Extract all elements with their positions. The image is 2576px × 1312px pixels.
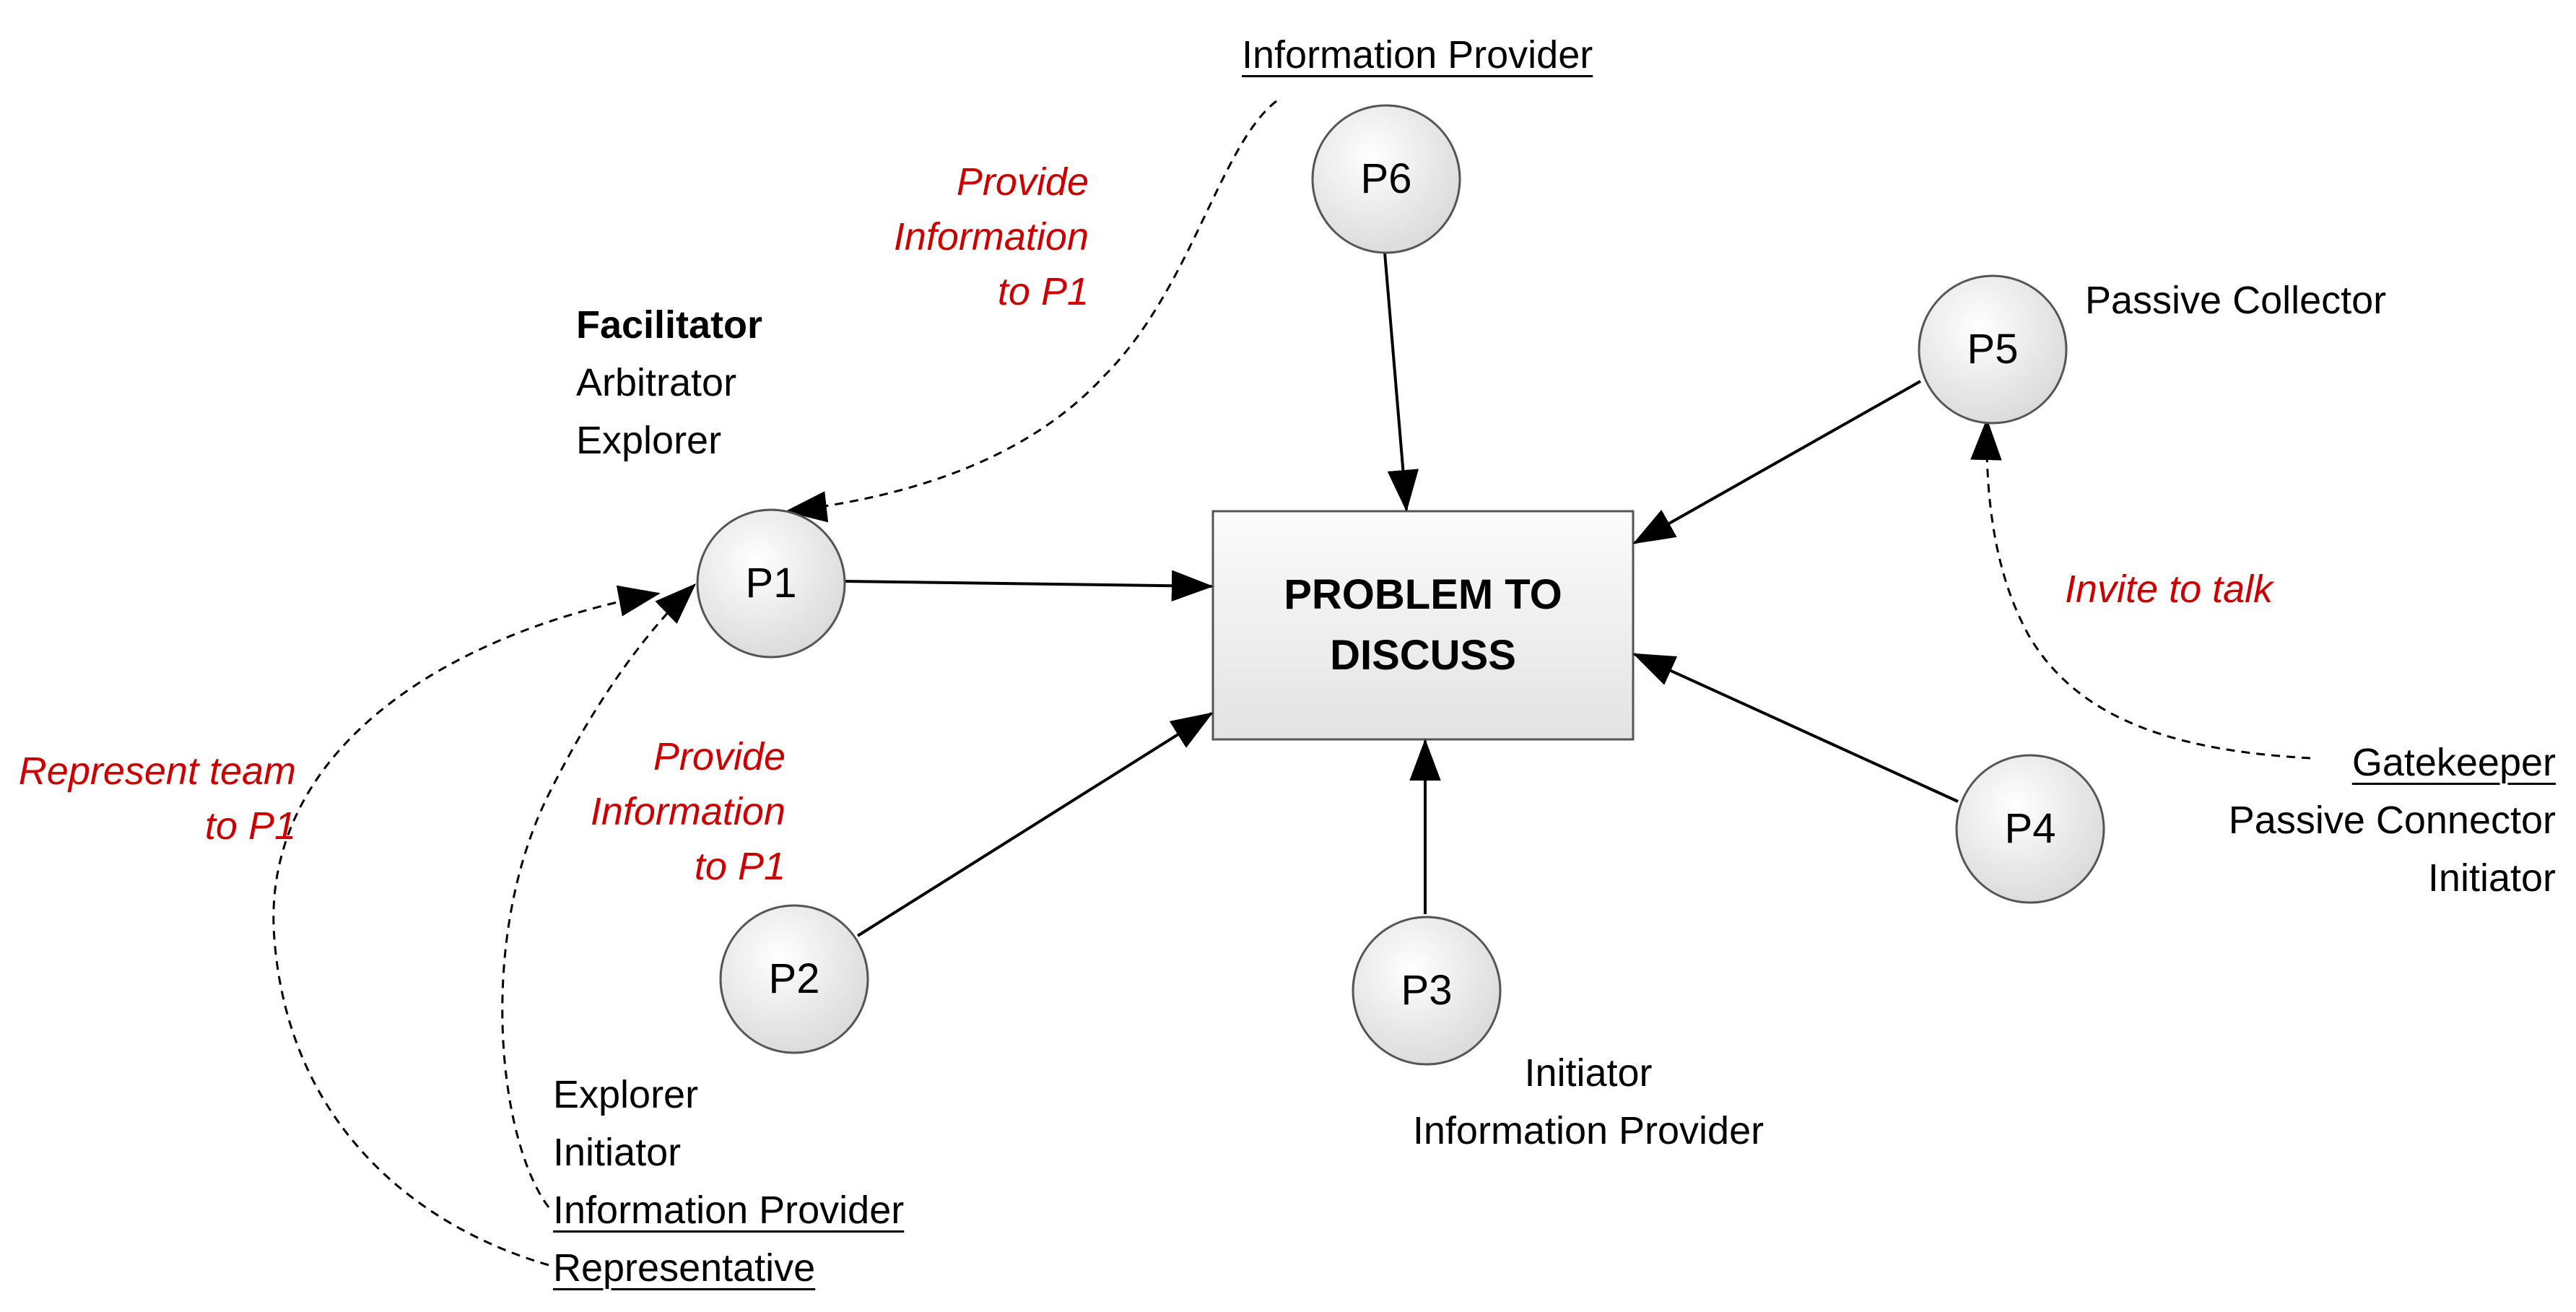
node-p4-label: P4 [2004,805,2056,852]
p2-role-explorer: Explorer [553,1073,699,1116]
p1-role-facilitator: Facilitator [576,303,763,347]
p5-role: Passive Collector [2085,279,2387,322]
annotation-provide-info-mid: Provide Information to P1 [491,729,786,894]
problem-box [1211,510,1635,741]
problem-box-line1: PROBLEM TO [1284,571,1562,618]
dashed-info-provider-to-p1 [785,100,1277,523]
annotation-provide-info-mid-line2: Information [590,790,786,833]
annotation-invite-to-talk: Invite to talk [2065,568,2273,611]
annotation-represent-team-line1: Represent team [18,750,296,793]
p3-role-information-provider: Information Provider [1412,1109,1765,1152]
p2-role-information-provider: Information Provider [553,1189,905,1232]
problem-box-line2: DISCUSS [1330,632,1516,679]
arrow-p1-to-box [844,570,1214,601]
gatekeeper-role-gatekeeper: Gatekeeper [2351,741,2556,784]
dashed-representative-to-p1 [272,585,661,1267]
annotation-provide-info-top: Provide Information to P1 [794,155,1089,319]
node-p2-label: P2 [768,955,820,1002]
gatekeeper-role-passive-connector: Passive Connector [2228,799,2556,842]
p1-role-arbitrator: Arbitrator [576,361,737,404]
node-p2 [719,904,869,1054]
p1-roles: Facilitator Arbitrator Explorer [576,296,762,469]
annotation-provide-info-mid-line1: Provide [653,735,786,778]
node-p4 [1955,754,2105,904]
gatekeeper-role-initiator: Initiator [2427,856,2556,900]
annotation-provide-info-top-line1: Provide [956,160,1089,204]
node-p1 [696,508,846,659]
p3-roles: Initiator Information Provider [1357,1044,1819,1160]
arrow-p6-to-box [1383,252,1419,512]
annotation-provide-info-top-line2: Information [893,215,1089,259]
dashed-gatekeeper-to-p5 [1970,418,2311,760]
gatekeeper-roles: Gatekeeper Passive Connector Initiator [2137,734,2556,907]
p2-roles: Explorer Initiator Information Provider … [553,1066,904,1297]
node-p6 [1311,104,1461,254]
p1-role-explorer: Explorer [576,419,722,462]
node-p5-label: P5 [1967,326,2019,373]
dashed-info-provider-p2-to-p1 [501,583,697,1208]
label-top-information-provider: Information Provider [1242,33,1593,77]
node-p1-label: P1 [745,560,797,607]
annotation-represent-team-line2: to P1 [204,804,296,848]
p2-role-representative: Representative [553,1246,816,1290]
problem-box-label: PROBLEM TO DISCUSS [1213,565,1633,686]
annotation-represent-team: Represent team to P1 [14,744,296,853]
annotation-provide-info-top-line3: to P1 [997,270,1089,313]
arrow-p5-to-box [1632,380,1921,544]
node-p3-label: P3 [1401,967,1453,1014]
node-p5 [1918,274,2068,425]
p3-role-initiator: Initiator [1524,1051,1653,1095]
annotation-provide-info-mid-line3: to P1 [694,845,786,888]
p2-role-initiator: Initiator [553,1131,682,1174]
arrow-p4-to-box [1632,653,1959,803]
node-p6-label: P6 [1360,155,1412,202]
arrow-p2-to-box [856,712,1214,937]
node-p3 [1352,916,1502,1066]
